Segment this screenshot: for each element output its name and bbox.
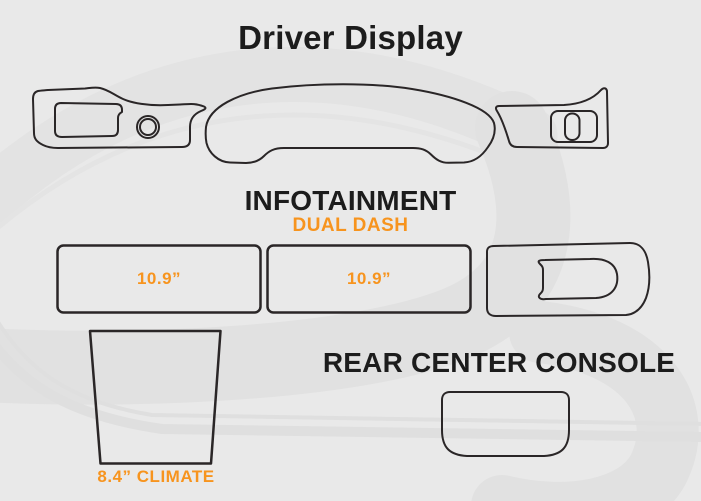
climate-size-label: 8.4” CLIMATE	[97, 467, 215, 486]
climate-screen-outline	[88, 329, 222, 465]
right-trim-switch-pill-cutout	[564, 112, 581, 141]
infotainment-left-screen-outline	[56, 244, 262, 314]
left-screen-size-label: 10.9”	[136, 269, 182, 288]
left-dash-trim-outline	[32, 86, 207, 149]
right-trim-switch-cutout	[550, 110, 598, 143]
driver-display-title: Driver Display	[238, 19, 463, 56]
rear-console-screen-outline	[441, 391, 570, 457]
left-trim-window-cutout	[54, 102, 123, 138]
instrument-cluster-visor-outline	[204, 83, 496, 164]
passenger-trim-d-cutout	[537, 257, 619, 301]
left-trim-ring-cutout-inner	[139, 118, 157, 136]
infotainment-title: INFOTAINMENT	[244, 185, 457, 216]
background-watermark-logo	[0, 47, 701, 501]
rear-center-console-title: REAR CENTER CONSOLE	[322, 347, 676, 378]
right-dash-trim-outline	[494, 87, 609, 149]
infotainment-right-screen-outline	[266, 244, 472, 314]
passenger-side-trim-outline	[486, 242, 651, 317]
dual-dash-subtitle: DUAL DASH	[292, 215, 409, 236]
left-trim-ring-cutout-outer	[136, 115, 160, 139]
right-screen-size-label: 10.9”	[346, 269, 392, 288]
